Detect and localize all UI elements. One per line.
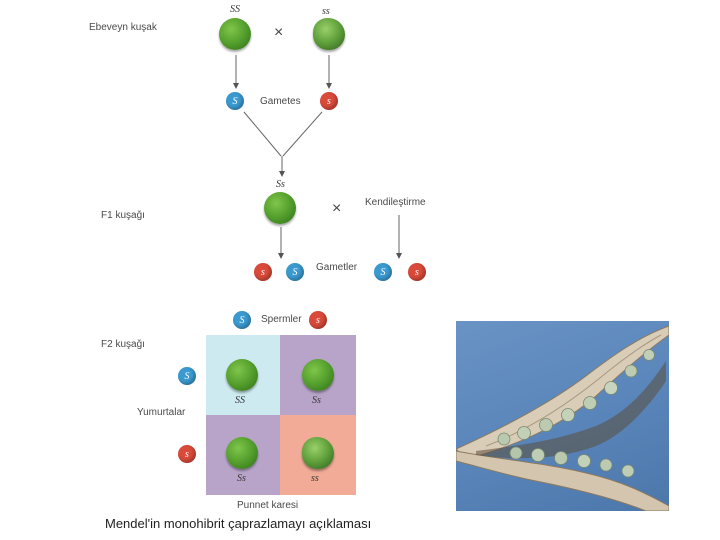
sperm-dominant: S (233, 311, 251, 329)
f1-gamete-recessive-right: s (408, 263, 426, 281)
punnett-cell-Ss-bottom: Ss (206, 415, 280, 495)
pea-pod-photo (456, 321, 669, 511)
punnett-cell-ss: ss (280, 415, 356, 495)
cell-genotype: SS (235, 395, 245, 406)
line-gamete-right (282, 111, 323, 157)
parent-left-genotype: SS (230, 4, 240, 15)
f2-generation-label: F2 kuşağı (101, 339, 145, 350)
pea-pod-illustration (456, 325, 669, 511)
f1-generation-label: F1 kuşağı (101, 210, 145, 221)
cross-symbol-parents: × (274, 24, 284, 41)
cell-round-pea (226, 359, 258, 391)
gametes-label-parental: Gametes (260, 96, 301, 107)
cross-symbol-f1: × (332, 200, 342, 217)
selfing-label: Kendileştirme (365, 197, 426, 208)
parent-right-genotype: ss (322, 6, 330, 17)
cell-wrinkled-pea (302, 437, 334, 469)
line-gamete-left (243, 111, 282, 157)
gametes-label-f1: Gametler (316, 262, 358, 273)
egg-recessive: s (178, 445, 196, 463)
parental-generation-label: Ebeveyn kuşak (89, 22, 157, 33)
parent-round-pea (219, 18, 251, 50)
f1-gamete-dominant-right: S (374, 263, 392, 281)
punnett-cell-Ss-top: Ss (280, 335, 356, 415)
punnett-cell-SS: SS (206, 335, 280, 415)
egg-dominant: S (178, 367, 196, 385)
figure-caption: Mendel'in monohibrit çaprazlamayı açıkla… (105, 516, 372, 531)
parent-wrinkled-pea (313, 18, 345, 50)
eggs-label: Yumurtalar (137, 407, 186, 418)
f1-round-pea (264, 192, 296, 224)
cell-genotype: ss (311, 473, 319, 484)
cell-round-pea (226, 437, 258, 469)
sperm-recessive: s (309, 311, 327, 329)
f1-genotype: Ss (276, 179, 285, 190)
cell-genotype: Ss (312, 395, 321, 406)
f1-gamete-dominant-left: S (286, 263, 304, 281)
punnett-square-label: Punnet karesi (237, 500, 299, 511)
gamete-recessive-parental: s (320, 92, 338, 110)
sperm-label: Spermler (261, 314, 302, 325)
gamete-dominant-parental: S (226, 92, 244, 110)
cell-genotype: Ss (237, 473, 246, 484)
f1-gamete-recessive-left: s (254, 263, 272, 281)
cell-round-pea (302, 359, 334, 391)
